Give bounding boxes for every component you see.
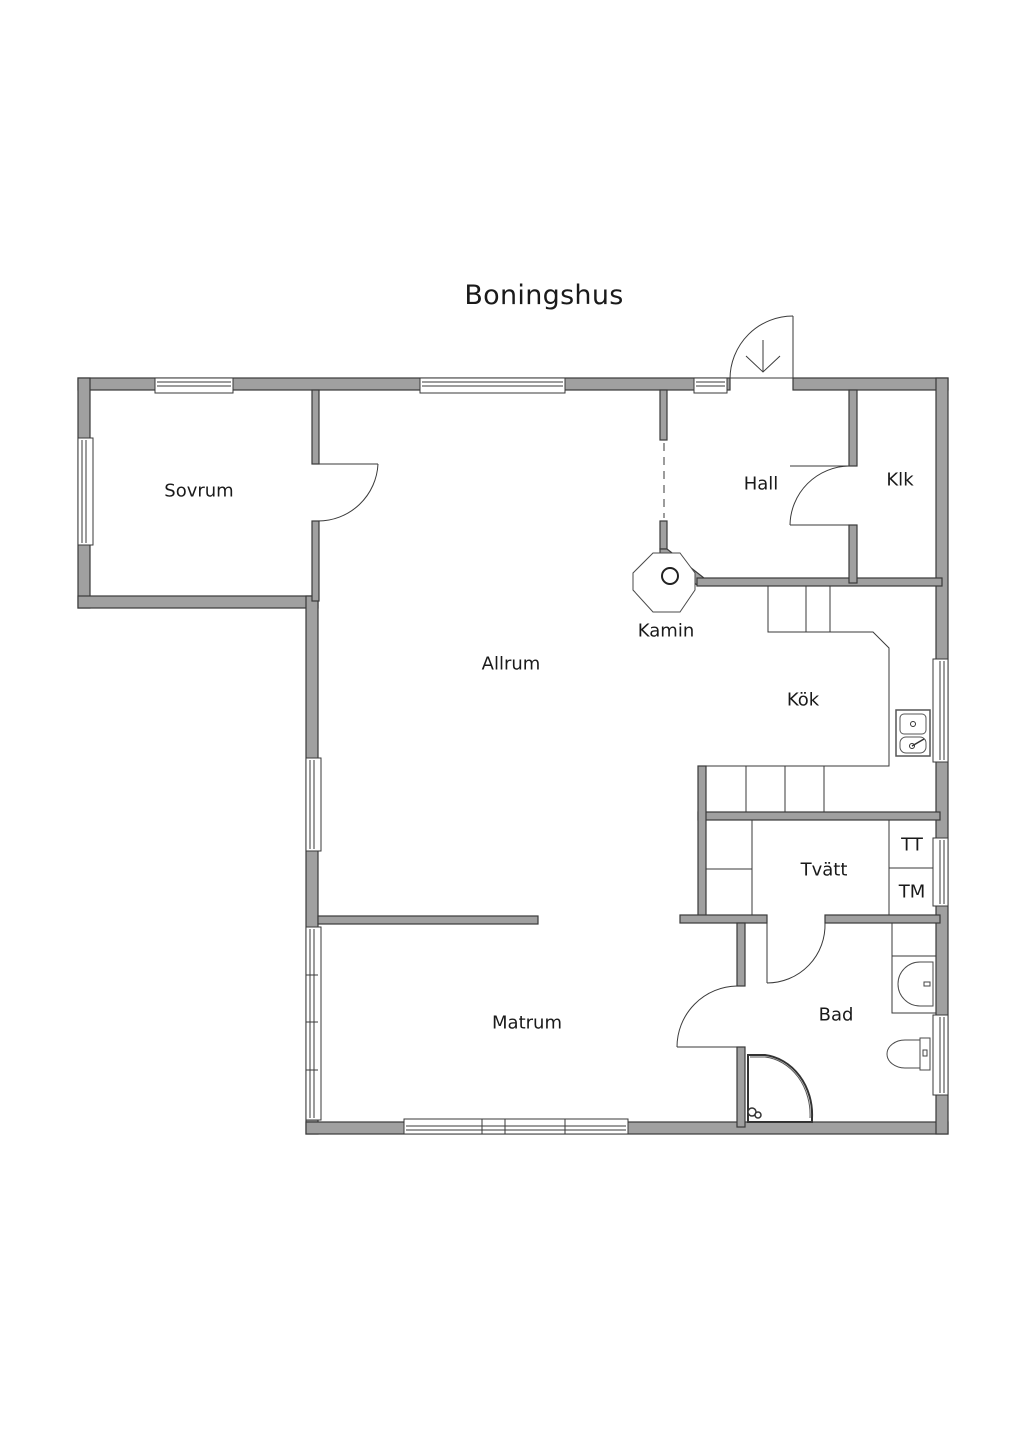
room-label-hall: Hall	[743, 473, 779, 495]
windows	[77, 377, 949, 1135]
room-label-kamin: Kamin	[637, 620, 695, 642]
washbasin-icon	[891, 922, 937, 1014]
toilet-icon	[886, 1037, 931, 1071]
room-label-allrum: Allrum	[481, 653, 541, 675]
room-label-klk: Klk	[886, 469, 914, 491]
interior-walls	[311, 389, 943, 1128]
room-label-bad: Bad	[818, 1004, 854, 1026]
plan-title: Boningshus	[464, 280, 624, 311]
room-label-sovrum: Sovrum	[164, 480, 234, 502]
room-label-tvatt: Tvätt	[800, 859, 848, 881]
fixtures	[632, 552, 937, 1123]
room-label-matrum: Matrum	[492, 1012, 562, 1034]
shower-icon	[747, 1054, 814, 1123]
appliance-label-tm: TM	[898, 881, 926, 903]
doors	[317, 315, 850, 1048]
appliance-label-tt: TT	[901, 834, 923, 856]
room-label-kok: Kök	[786, 689, 820, 711]
sink-icon	[895, 709, 931, 757]
